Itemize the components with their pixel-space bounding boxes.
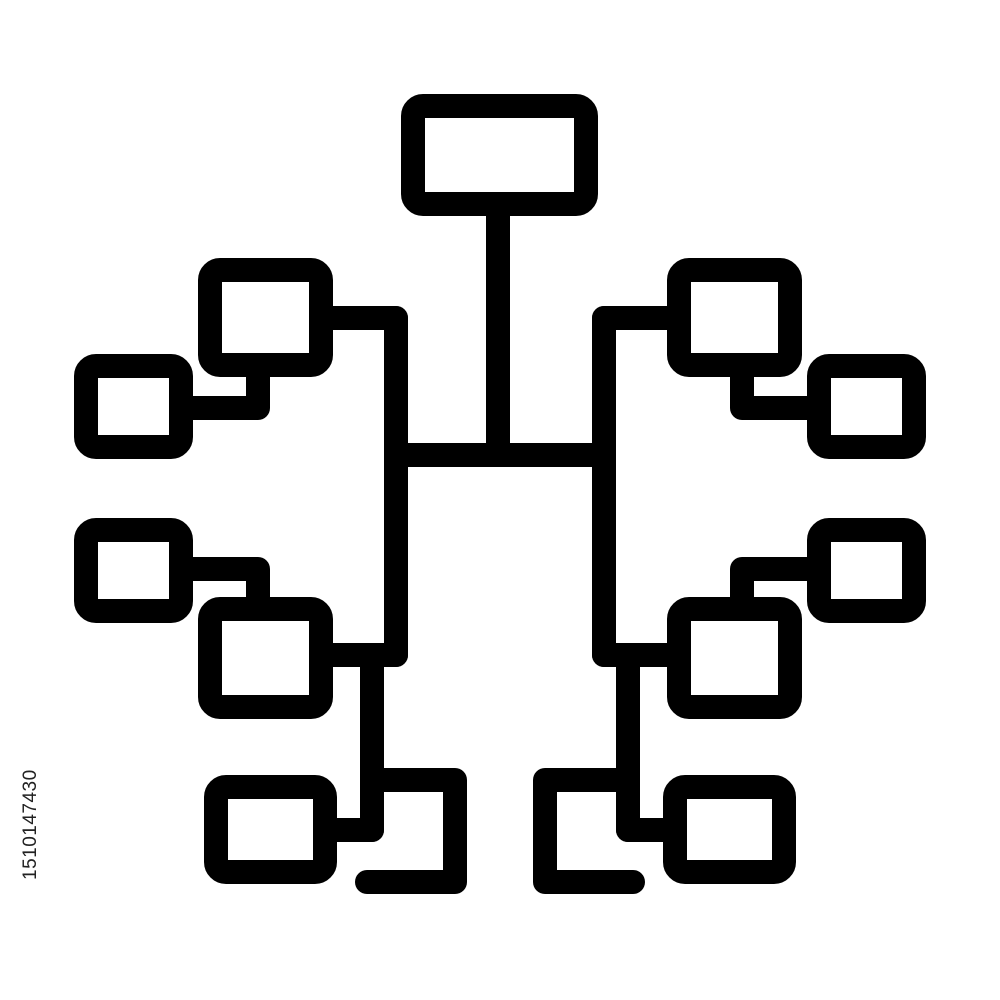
right-lower-node-box (667, 597, 802, 719)
right-bottom-hook-line (533, 768, 645, 894)
stock-id-watermark: 1510147430 (20, 769, 41, 880)
right-upper-leaf-connector (730, 353, 831, 420)
right-lower-leaf-connector (730, 557, 831, 621)
right-upper-node-box (667, 258, 802, 377)
right-bottom-leaf-box (663, 775, 796, 884)
root-node-box (401, 94, 598, 216)
right-lower-leaf-box (807, 518, 926, 623)
left-upper-node-box (198, 258, 333, 377)
left-lower-leaf-box (74, 518, 193, 623)
right-upper-leaf-box (807, 354, 926, 459)
left-lower-leaf-connector (169, 557, 270, 621)
left-lower-node-box (198, 597, 333, 719)
left-upper-leaf-connector (169, 353, 270, 420)
left-bottom-hook-line (355, 768, 467, 894)
left-upper-leaf-box (74, 354, 193, 459)
left-bottom-leaf-box (204, 775, 337, 884)
